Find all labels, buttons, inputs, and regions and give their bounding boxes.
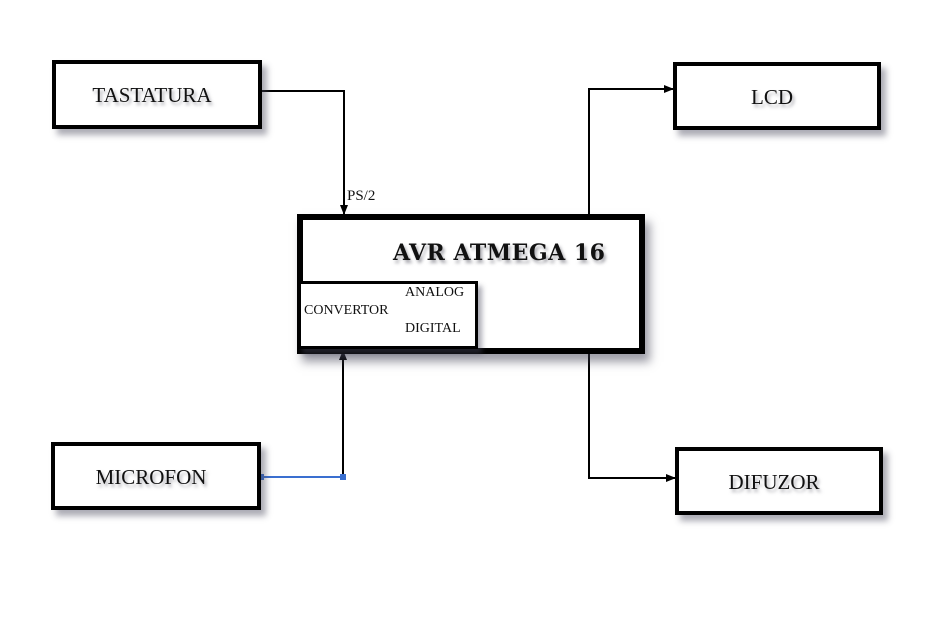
buzzer-block[interactable]: DIFUZOR <box>675 447 883 515</box>
lcd-block[interactable]: LCD <box>673 62 881 130</box>
lcd-label: LCD <box>751 85 793 109</box>
buzzer-label: DIFUZOR <box>728 470 820 494</box>
wire-endpoint-handle[interactable] <box>258 474 264 480</box>
keyboard-label: TASTATURA <box>92 83 212 107</box>
mcu-to-lcd-wire <box>588 85 674 216</box>
mcu-to-buzzer-wire <box>588 352 676 482</box>
mcu-title: AVR ATMEGA 16 <box>393 240 606 266</box>
microphone-block[interactable]: MICROFON <box>51 442 261 510</box>
adc-label-convertor: CONVERTOR <box>304 303 389 318</box>
adc-block[interactable]: CONVERTOR ANALOG DIGITAL <box>298 281 478 349</box>
keyboard-to-mcu-wire <box>262 90 348 215</box>
adc-label-analog: ANALOG <box>405 285 465 300</box>
ps2-connection-label: PS/2 <box>347 188 376 204</box>
wire-endpoint-handle[interactable] <box>340 474 346 480</box>
keyboard-block[interactable]: TASTATURA <box>52 60 262 129</box>
adc-label-digital: DIGITAL <box>405 321 461 336</box>
microphone-label: MICROFON <box>95 465 207 489</box>
